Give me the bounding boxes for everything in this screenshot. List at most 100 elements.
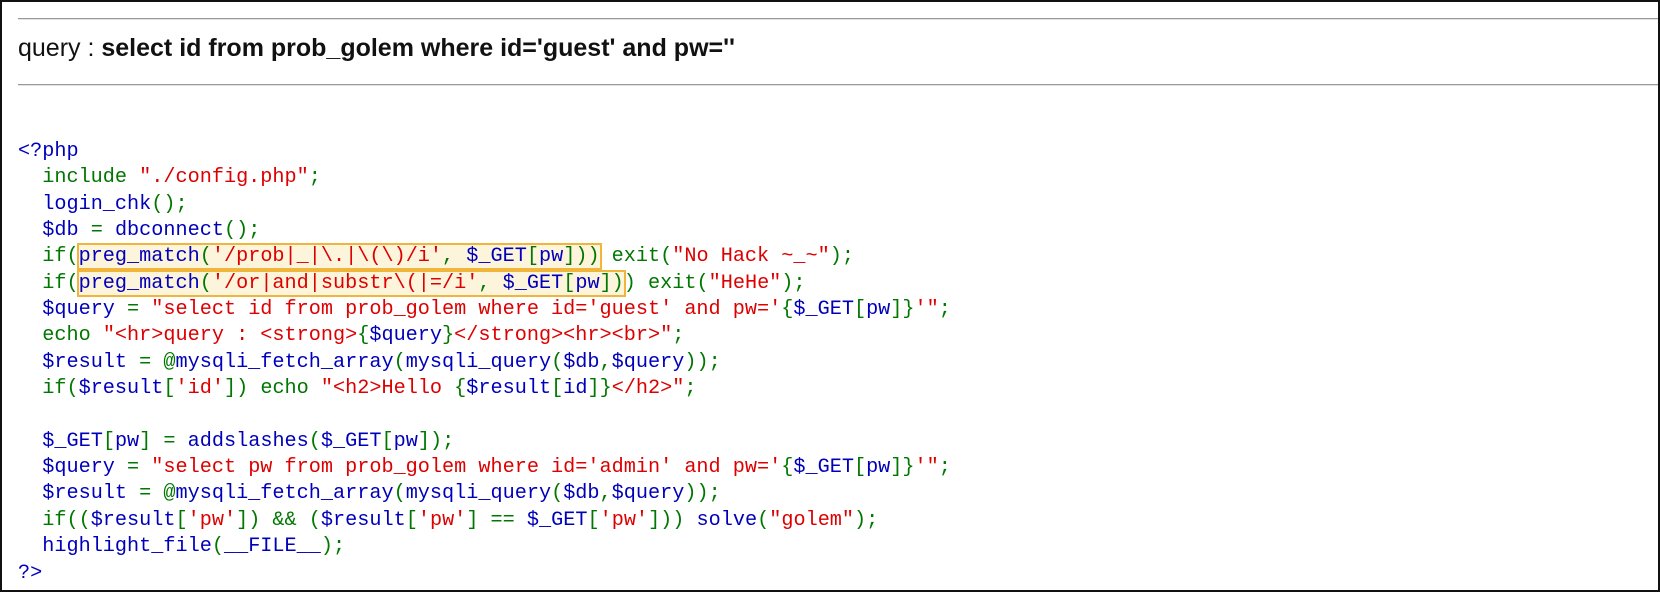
code-token: [	[163, 377, 176, 401]
code-token: "select id from prob_golem where id='gue…	[151, 298, 782, 322]
code-token: $db	[563, 350, 600, 374]
code-token: if(	[18, 377, 79, 401]
code-token: echo	[18, 324, 103, 348]
highlighted-regex-filter: preg_match('/or|and|substr\(|=/i', $_GET…	[76, 269, 626, 297]
code-line: highlight_file(__FILE__);	[18, 534, 951, 560]
code-token	[18, 219, 42, 242]
code-token: pw	[114, 429, 140, 453]
code-token: ] =	[139, 429, 188, 453]
code-token: );	[781, 271, 806, 295]
code-token: {	[781, 298, 794, 322]
code-token: {	[357, 324, 370, 348]
code-token: =	[90, 219, 115, 243]
code-token: [	[853, 298, 867, 322]
code-token: "select pw from prob_golem where id='adm…	[151, 456, 782, 480]
code-line: include "./config.php";	[18, 165, 951, 191]
code-token: mysqli_query	[405, 482, 552, 506]
code-token: ;	[938, 298, 951, 322]
code-token: (	[393, 350, 406, 374]
code-token: 'id'	[175, 377, 224, 401]
code-token: ));	[684, 482, 721, 506]
code-line: $query = "select pw from prob_golem wher…	[18, 455, 951, 481]
code-token: ]}	[890, 298, 915, 322]
code-token: "HeHe"	[708, 271, 782, 295]
code-token: ]);	[417, 429, 455, 453]
code-token: =	[127, 298, 152, 322]
highlighted-regex-filter: preg_match('/prob|_|\.|\(\)/i', $_GET[pw…	[76, 243, 602, 271]
code-token: "No Hack ~_~"	[672, 245, 830, 269]
code-token: $result	[466, 377, 552, 401]
code-token: '/prob|_|\.|\(\)/i'	[211, 245, 443, 269]
code-token: </h2>"	[611, 377, 685, 401]
code-token: (	[308, 429, 321, 453]
code-token: "<hr>query : <strong>	[102, 324, 358, 348]
code-token: [	[405, 508, 418, 532]
code-token: <?php	[18, 140, 79, 163]
code-token: ]))	[563, 245, 600, 269]
code-token: );	[854, 508, 879, 532]
code-token: "golem"	[769, 508, 855, 532]
code-token: ]) && (	[236, 508, 321, 532]
code-token: $_GET	[466, 245, 527, 269]
code-token: ;	[308, 166, 321, 190]
code-token: 'pw'	[599, 508, 649, 532]
code-token: preg_match	[78, 271, 200, 295]
code-token: mysqli_fetch_array	[175, 350, 394, 374]
code-token: "<h2>Hello	[320, 377, 455, 401]
code-token: {	[454, 377, 467, 401]
code-token: addslashes	[187, 429, 309, 453]
code-token: [	[381, 429, 394, 453]
code-token: (	[393, 482, 406, 506]
code-token: pw	[575, 271, 600, 295]
code-token: "./config.php"	[139, 166, 309, 190]
code-token: ,	[478, 271, 503, 295]
code-token: $query	[369, 324, 443, 348]
top-divider	[18, 18, 1658, 20]
code-token: ) exit(	[623, 271, 709, 295]
code-token: ] ==	[466, 508, 527, 532]
code-token: </strong><hr><br>"	[454, 324, 673, 348]
code-token: =	[127, 456, 152, 480]
code-token: ;	[672, 324, 685, 348]
code-token: pw	[866, 456, 891, 480]
code-token: ();	[151, 192, 188, 216]
code-token: '"	[914, 298, 939, 322]
code-token: id	[563, 377, 588, 401]
code-token: ,	[442, 245, 467, 269]
code-token: $_GET	[502, 271, 564, 295]
code-token: if(	[18, 245, 79, 269]
code-token: pw	[538, 245, 564, 269]
code-token: '"	[914, 456, 939, 480]
code-token: include	[18, 166, 140, 190]
code-token: $query	[42, 456, 128, 480]
code-token: '/or|and|substr\(|=/i'	[211, 271, 479, 295]
code-token: (	[199, 271, 212, 295]
code-token: exit(	[599, 245, 673, 269]
code-token: $result	[90, 508, 176, 532]
code-token: $db	[42, 219, 91, 243]
code-token	[18, 456, 42, 479]
code-token	[18, 482, 42, 505]
code-token: $query	[42, 298, 128, 322]
code-line: if(($result['pw']) && ($result['pw'] == …	[18, 508, 951, 534]
code-token: (	[211, 535, 224, 559]
code-token: [	[563, 271, 576, 295]
code-token: ();	[223, 219, 261, 243]
code-token: (	[199, 245, 212, 269]
code-token: 'pw'	[417, 508, 467, 532]
code-line: <?php	[18, 139, 951, 165]
code-token: [	[853, 456, 867, 480]
code-line: $query = "select id from prob_golem wher…	[18, 297, 951, 323]
query-value: select id from prob_golem where id='gues…	[101, 34, 736, 62]
code-token: [	[102, 429, 115, 453]
code-token	[18, 351, 42, 374]
code-token: ;	[938, 456, 951, 480]
code-token	[18, 430, 42, 453]
code-token: $_GET	[526, 508, 588, 532]
code-token: if(	[18, 271, 79, 295]
code-line: $result = @mysqli_fetch_array(mysqli_que…	[18, 350, 951, 376]
code-token: $query	[611, 350, 685, 374]
code-token: ?>	[18, 561, 43, 585]
code-token: dbconnect	[114, 219, 224, 243]
